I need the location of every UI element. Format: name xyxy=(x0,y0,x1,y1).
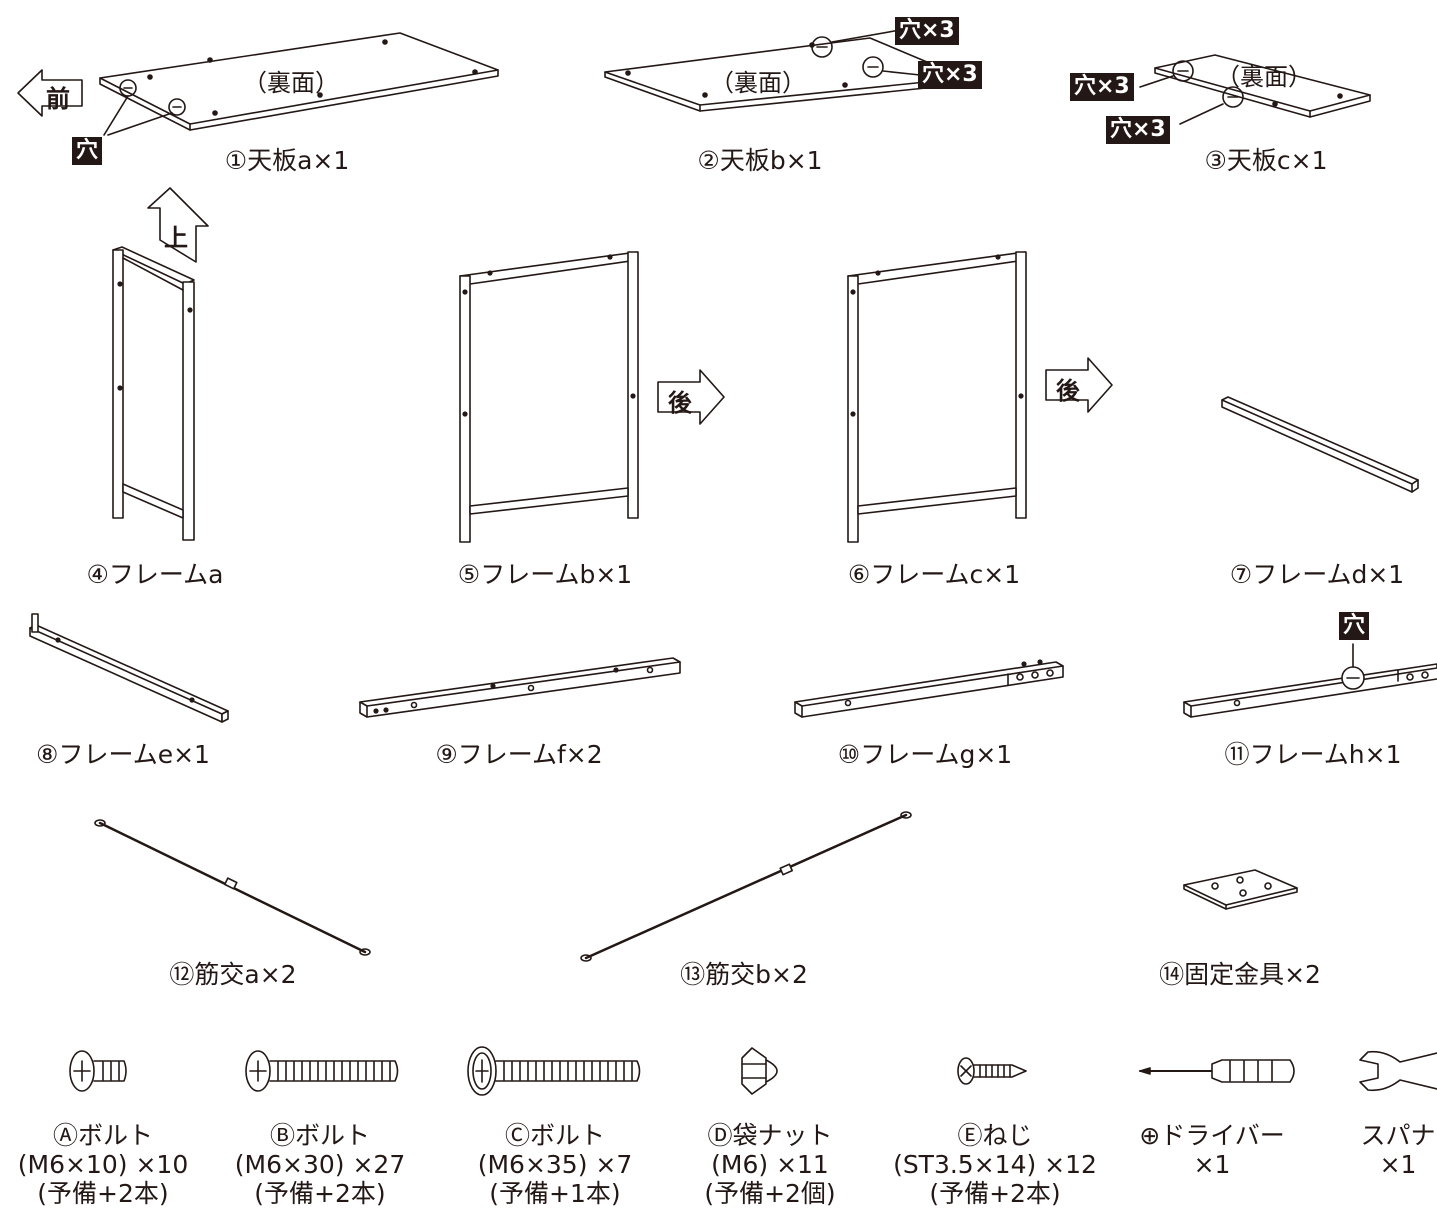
hardware-label-bolt-a: Ⓐボルト(M6×10) ×10(予備+2本) xyxy=(17,1121,189,1208)
hole-x3-badge: 穴×3 xyxy=(895,17,959,45)
frame-b-drawing xyxy=(460,252,638,542)
top-board-c-drawing xyxy=(1140,55,1370,124)
bolt-icon xyxy=(70,1051,126,1091)
part-label-frame-e: ⑧フレームe×1 xyxy=(36,740,210,769)
part-label-frame-c: ⑥フレームc×1 xyxy=(847,560,1021,589)
part-label-brace-b: ⑬筋交b×2 xyxy=(680,960,808,989)
part-label-top-c: ③天板c×1 xyxy=(1204,146,1328,175)
hardware-label-spanner: スパナ×1 xyxy=(1360,1121,1436,1179)
spanner-icon xyxy=(1360,1052,1437,1091)
hardware-label-bolt-c: Ⓒボルト(M6×35) ×7(予備+1本) xyxy=(477,1121,633,1208)
screw-icon xyxy=(958,1058,1026,1084)
brace-a-drawing xyxy=(95,820,370,955)
hole-badge: 穴 xyxy=(72,137,103,165)
fixing-bracket-drawing xyxy=(1184,870,1297,909)
part-label-frame-h: ⑪フレームh×1 xyxy=(1224,740,1402,769)
frame-d-drawing xyxy=(1222,397,1418,492)
part-label-top-b: ②天板b×1 xyxy=(697,146,823,175)
part-label-frame-b: ⑤フレームb×1 xyxy=(457,560,633,589)
top-board-a-drawing xyxy=(100,33,498,135)
back-arrow-label-2: 後 xyxy=(1056,377,1080,405)
hardware-label-nut-d: Ⓓ袋ナット(M6) ×11(予備+2個) xyxy=(704,1121,836,1208)
front-arrow-label: 前 xyxy=(46,85,70,113)
part-label-frame-g: ⑩フレームg×1 xyxy=(837,740,1013,769)
hole-x3-badge: 穴×3 xyxy=(1070,73,1134,101)
part-label-frame-f: ⑨フレームf×2 xyxy=(435,740,603,769)
back-arrow-icon xyxy=(1046,358,1112,412)
bolt-icon xyxy=(246,1051,398,1091)
hardware-label-screwdriver: ⊕ドライバー×1 xyxy=(1139,1121,1285,1179)
frame-e-drawing xyxy=(30,614,228,722)
frame-h-drawing xyxy=(1184,644,1437,717)
part-label-frame-d: ⑦フレームd×1 xyxy=(1229,560,1405,589)
back-arrow-label-1: 後 xyxy=(668,389,692,417)
top-board-b-back-note: （裏面） xyxy=(710,69,806,97)
front-arrow-icon xyxy=(18,70,82,116)
hole-x3-badge: 穴×3 xyxy=(918,61,982,89)
top-board-c-back-note: （裏面） xyxy=(1216,63,1312,91)
up-arrow-label: 上 xyxy=(164,224,188,252)
frame-f-drawing xyxy=(360,658,680,717)
frame-a-drawing xyxy=(113,247,194,540)
nut-icon xyxy=(742,1048,777,1094)
frame-c-drawing xyxy=(848,252,1026,542)
part-label-brace-a: ⑫筋交a×2 xyxy=(169,960,297,989)
top-board-a-back-note: （裏面） xyxy=(243,69,339,97)
screwdriver-icon xyxy=(1140,1060,1294,1082)
up-arrow-icon xyxy=(148,188,208,262)
frame-g-drawing xyxy=(795,660,1063,717)
bolt-icon xyxy=(468,1047,640,1095)
hole-badge: 穴 xyxy=(1339,612,1370,640)
part-label-top-a: ①天板a×1 xyxy=(224,146,350,175)
part-label-bracket: ⑭固定金具×2 xyxy=(1159,960,1321,989)
back-arrow-icon xyxy=(658,370,724,424)
part-label-frame-a: ④フレームa xyxy=(86,560,224,589)
hardware-label-bolt-b: Ⓑボルト(M6×30) ×27(予備+2本) xyxy=(234,1121,406,1208)
hole-x3-badge: 穴×3 xyxy=(1106,116,1170,144)
hardware-label-screw-e: Ⓔねじ(ST3.5×14) ×12(予備+2本) xyxy=(893,1121,1097,1208)
brace-b-drawing xyxy=(581,812,911,961)
